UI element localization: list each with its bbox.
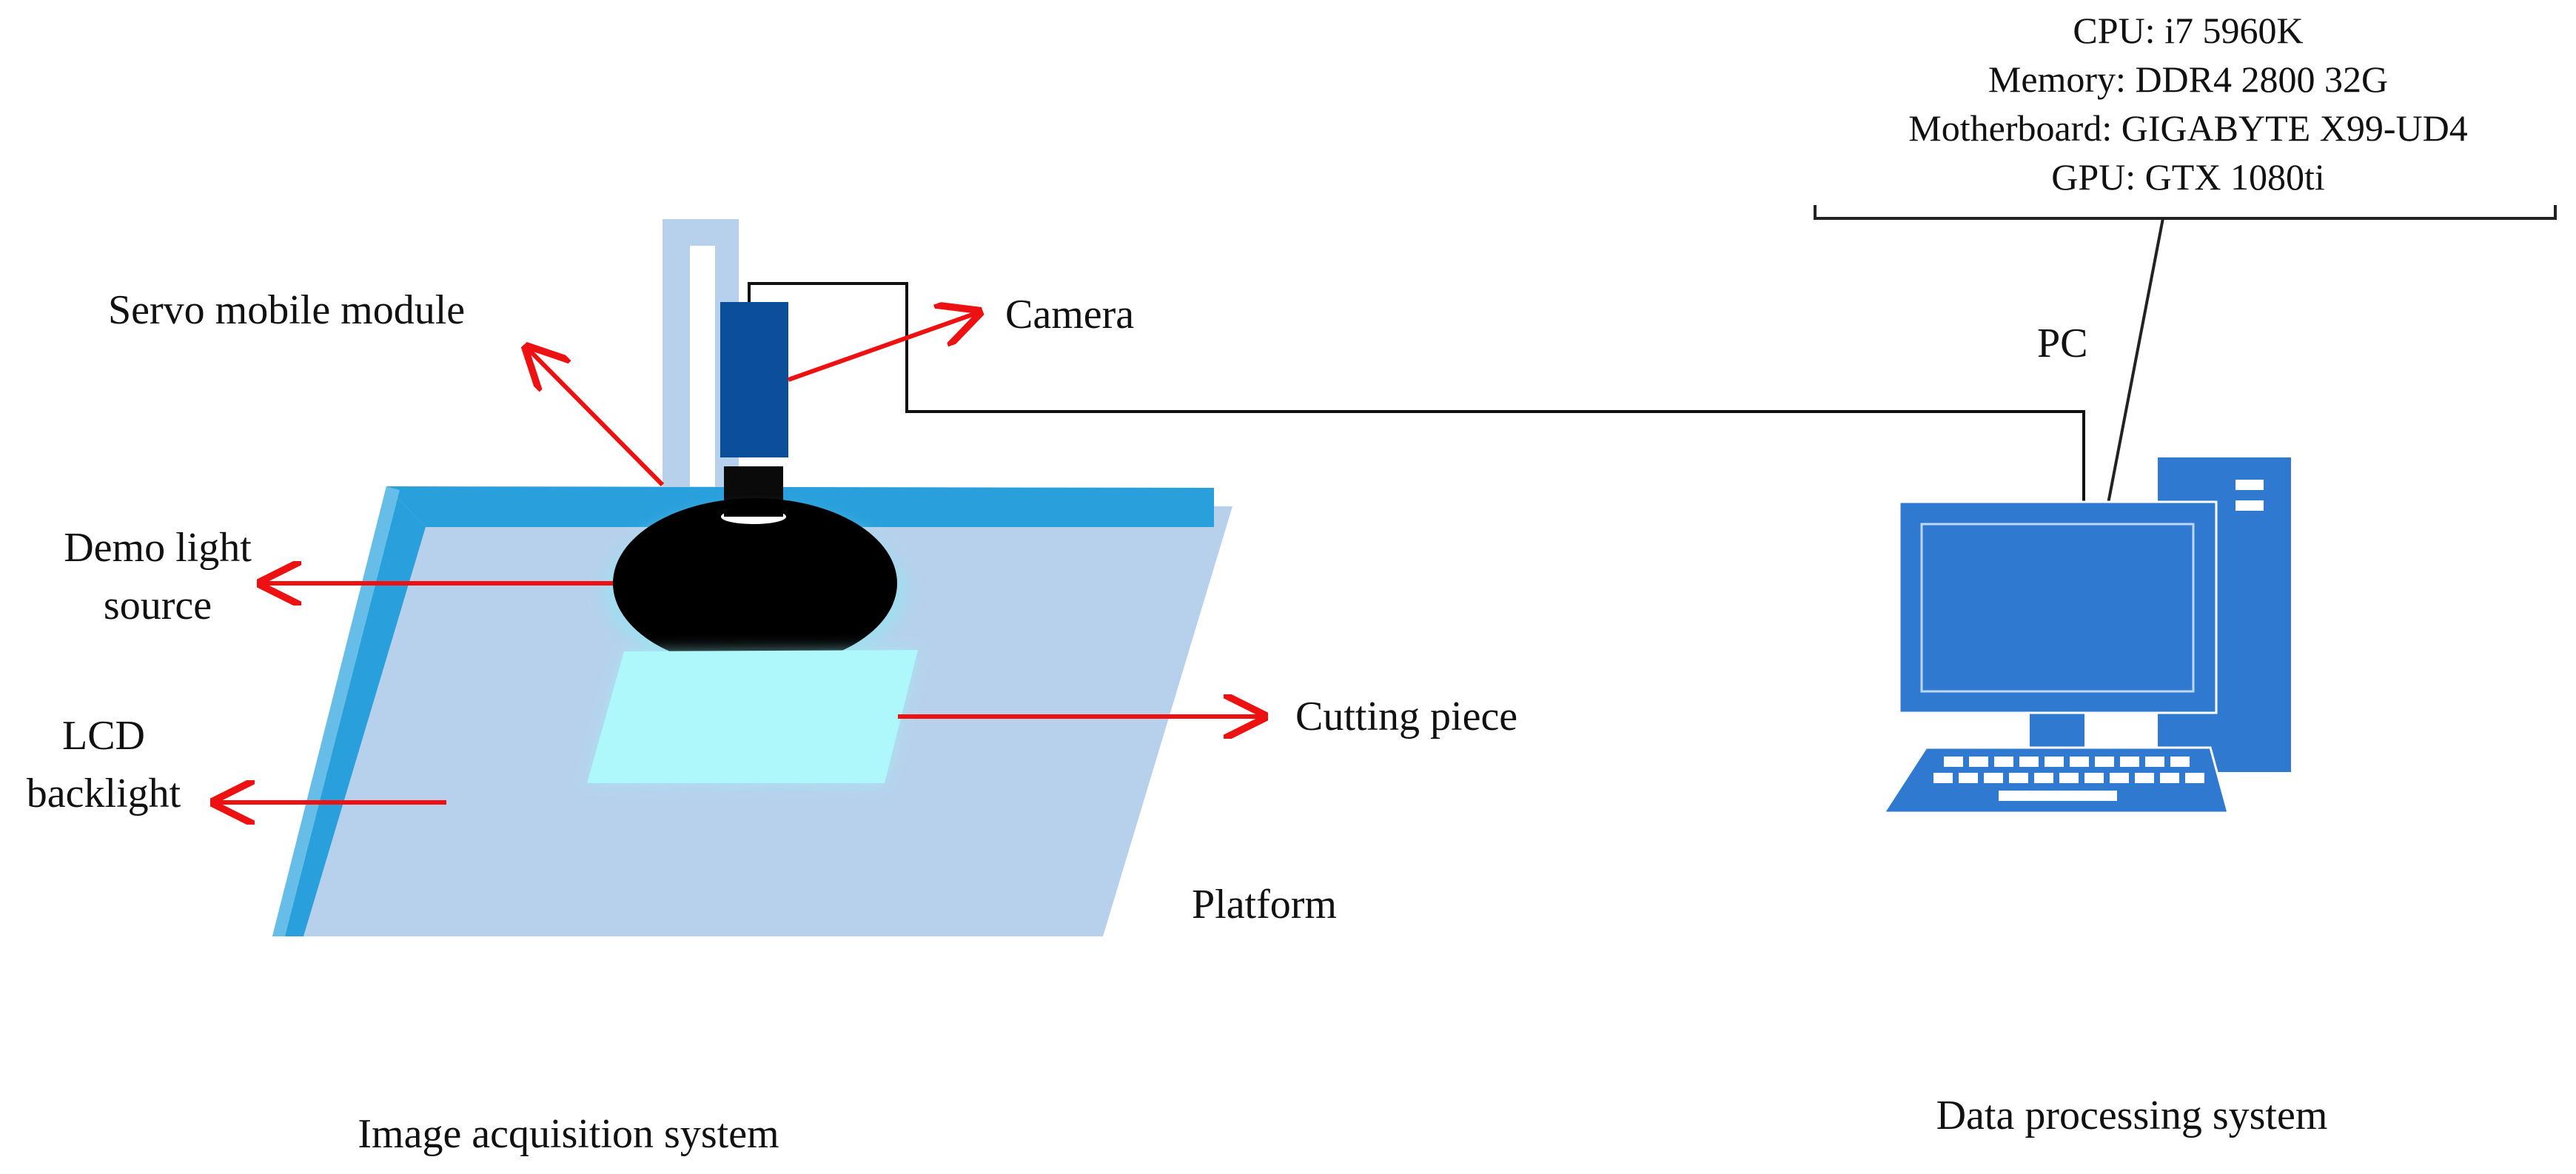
platform-left-rail-top <box>272 486 400 936</box>
pc-label: PC <box>2037 321 2088 366</box>
spec-motherboard: Motherboard: GIGABYTE X99-UD4 <box>1908 107 2467 149</box>
spec-gpu: GPU: GTX 1080ti <box>2051 156 2324 198</box>
spec-bracket <box>1814 205 2557 220</box>
camera-label: Camera <box>1005 292 1134 338</box>
spec-list: CPU: i7 5960K Memory: DDR4 2800 32G Moth… <box>1908 10 2467 198</box>
camera <box>720 302 788 517</box>
cutting-piece-sheet <box>587 650 918 783</box>
camera-arrow <box>787 312 979 382</box>
servo-arrow <box>527 348 665 487</box>
demo-light-label-line1: Demo light <box>64 525 252 571</box>
servo-module-label: Servo mobile module <box>108 287 465 333</box>
cutting-piece <box>587 650 918 785</box>
lcd-label-line1: LCD <box>62 713 145 759</box>
spec-memory: Memory: DDR4 2800 32G <box>1988 58 2388 100</box>
cutting-piece-label: Cutting piece <box>1295 694 1517 739</box>
camera-cable <box>748 282 2085 503</box>
servo-module <box>663 219 739 487</box>
pc-icon <box>1882 457 2291 814</box>
spec-pointer-line <box>2107 218 2164 504</box>
demo-light-label-line2: source <box>104 583 212 628</box>
image-acquisition-title: Image acquisition system <box>358 1111 779 1157</box>
light-source-disc <box>613 498 897 668</box>
data-processing-title: Data processing system <box>1936 1093 2328 1138</box>
demo-light-source <box>603 498 907 674</box>
callout-arrows <box>215 312 1264 802</box>
lcd-label-line2: backlight <box>27 771 181 816</box>
camera-body <box>720 302 788 457</box>
monitor-icon <box>1898 500 2218 714</box>
monitor-stand <box>2030 711 2084 749</box>
platform-label: Platform <box>1192 882 1337 928</box>
spec-cpu: CPU: i7 5960K <box>2073 10 2303 51</box>
